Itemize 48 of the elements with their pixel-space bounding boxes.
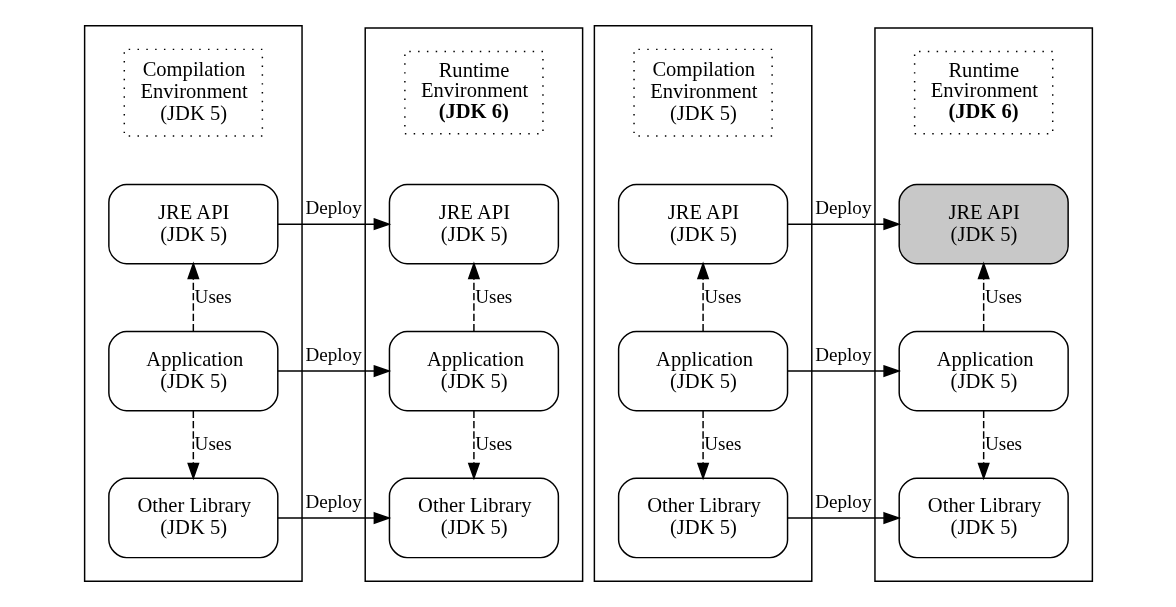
node-box: Other Library (JDK 5) [388, 477, 559, 559]
node-box: Application (JDK 5) [107, 330, 279, 412]
edge-label: Uses [194, 432, 232, 454]
arrow [276, 511, 391, 525]
arrow [276, 218, 391, 231]
node-box: Other Library (JDK 5) [617, 477, 788, 559]
node-box: Application (JDK 5) [617, 330, 788, 412]
node-box: JRE API (JDK 5) [897, 183, 1069, 265]
arrow [977, 261, 990, 332]
arrow [186, 261, 199, 332]
edge-label: Deploy [305, 344, 362, 366]
edge-label: Uses [474, 285, 512, 307]
cluster [363, 27, 583, 582]
arrow [977, 410, 990, 481]
edge-label: Deploy [814, 344, 871, 366]
node-box: Compilation Environment (JDK 5) [632, 48, 773, 137]
arrow [696, 261, 709, 332]
node-box: Compilation Environment (JDK 5) [123, 48, 263, 137]
cluster [83, 25, 303, 582]
edge-label: Deploy [305, 491, 362, 513]
edge-label: Uses [984, 285, 1022, 307]
edge-label: Deploy [814, 197, 871, 219]
cluster [593, 25, 813, 582]
edge-label: Deploy [814, 491, 871, 513]
edge-label: Uses [703, 285, 741, 307]
edge-label: Uses [474, 432, 512, 454]
node-box: JRE API (JDK 5) [107, 183, 279, 265]
node-box: Application (JDK 5) [388, 330, 559, 412]
arrow [467, 261, 480, 332]
arrow [786, 511, 901, 525]
edge-label: Deploy [305, 197, 362, 219]
node-box: Application (JDK 5) [897, 330, 1069, 412]
node-box: JRE API (JDK 5) [617, 183, 788, 265]
arrow [467, 410, 480, 481]
arrow [786, 218, 901, 231]
arrow [186, 410, 199, 481]
node-box: Other Library (JDK 5) [897, 477, 1069, 559]
arrow [696, 410, 709, 481]
arrow [786, 364, 901, 378]
edge-label: Uses [194, 285, 232, 307]
cluster [873, 27, 1093, 582]
edge-label: Uses [703, 432, 741, 454]
arrow [276, 364, 391, 378]
edge-label: Uses [984, 432, 1022, 454]
node-box: Other Library (JDK 5) [107, 477, 279, 559]
node-box: Runtime Environment (JDK 6) [403, 50, 544, 135]
node-box: Runtime Environment (JDK 6) [913, 50, 1053, 135]
node-box: JRE API (JDK 5) [388, 183, 559, 265]
